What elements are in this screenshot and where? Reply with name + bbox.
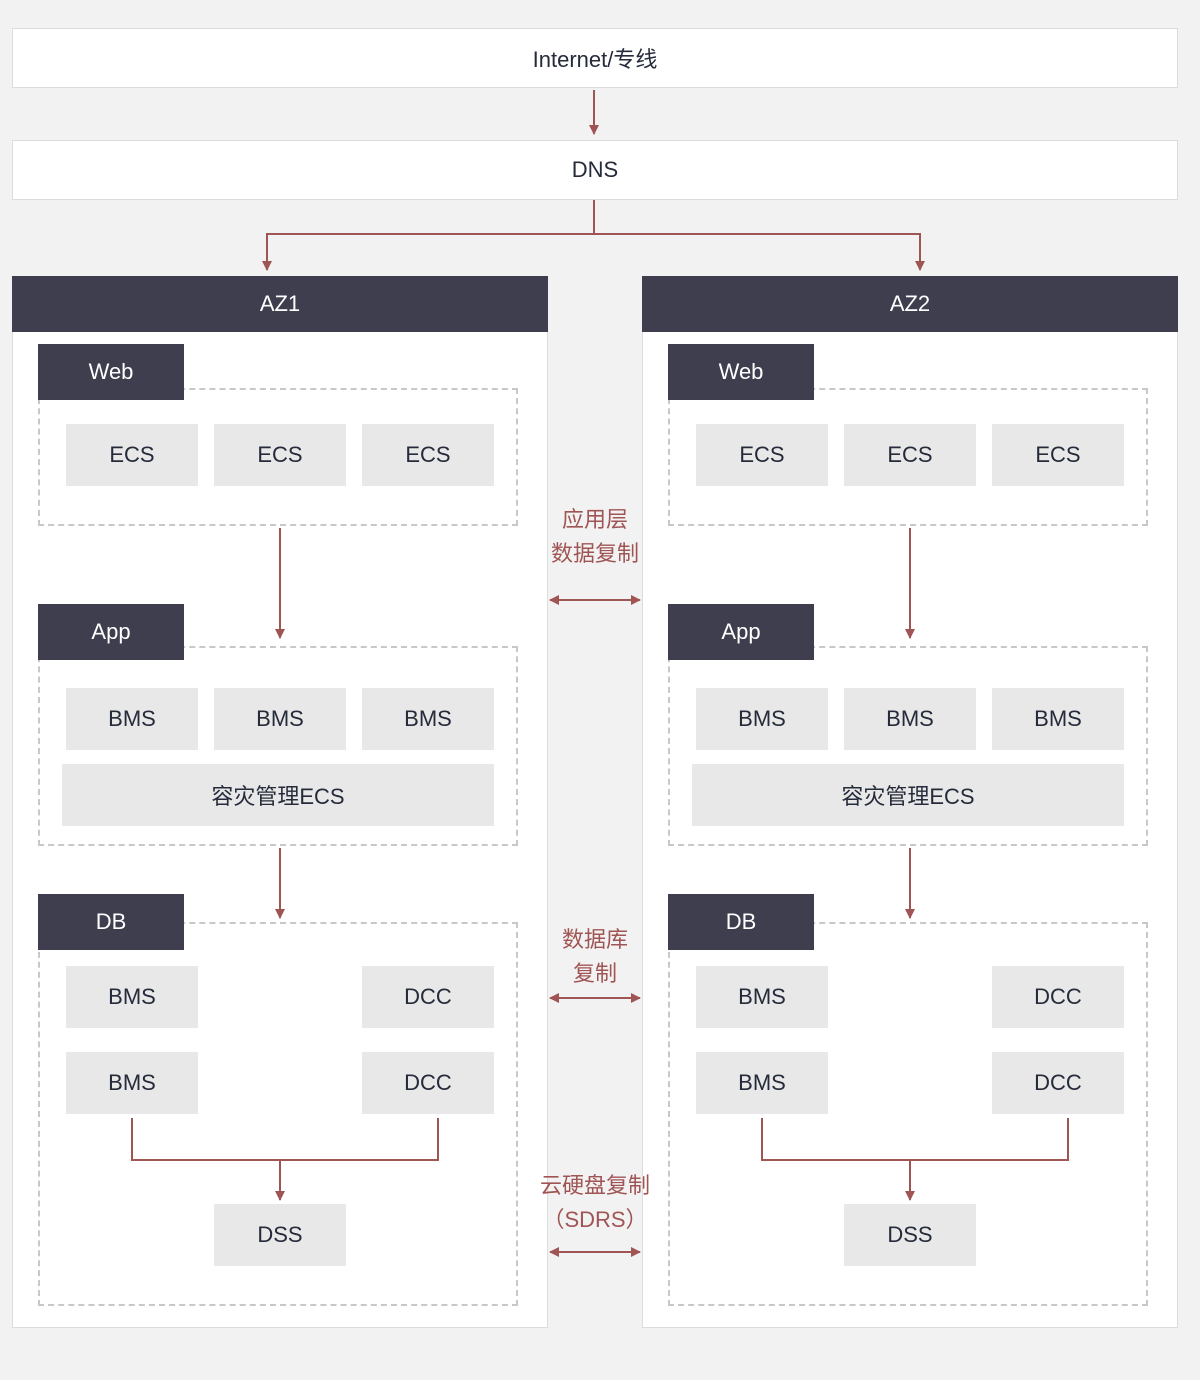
az1-app-tier: [38, 646, 518, 846]
az2-dr-mgmt-node: 容灾管理ECS: [692, 764, 1124, 826]
az2-app-node: BMS: [992, 688, 1124, 750]
dns-label: DNS: [571, 157, 619, 182]
az2-db-label: DB: [725, 909, 757, 934]
az2-dr-mgmt-label: 容灾管理ECS: [841, 784, 975, 809]
app-replication-label: 应用层 数据复制: [520, 503, 670, 571]
az2-db-node-label: BMS: [738, 984, 786, 1009]
az1-app-tab: App: [38, 604, 184, 660]
az1-web-node-label: ECS: [405, 442, 451, 467]
az1-dr-mgmt-label: 容灾管理ECS: [211, 784, 345, 809]
az2-app-tab: App: [668, 604, 814, 660]
az1-web-tab: Web: [38, 344, 184, 400]
az1-db-tier: [38, 922, 518, 1306]
disk-replication-line: 云硬盘复制: [539, 1173, 650, 1198]
az1-web-node: ECS: [66, 424, 198, 486]
db-replication-line: 数据库: [561, 927, 628, 952]
az1-db-node-label: DCC: [404, 1070, 452, 1095]
az2-dss-label: DSS: [887, 1222, 933, 1247]
db-replication-label: 数据库 复制: [520, 923, 670, 991]
az1-db-bms-node: BMS: [66, 1052, 198, 1114]
az1-db-node-label: BMS: [108, 1070, 156, 1095]
az1-db-node-label: BMS: [108, 984, 156, 1009]
az2-web-tab: Web: [668, 344, 814, 400]
az2-web-node-label: ECS: [1035, 442, 1081, 467]
internet-label: Internet/专线: [532, 47, 658, 72]
az2-db-bms-node: BMS: [696, 966, 828, 1028]
az1-app-node: BMS: [362, 688, 494, 750]
az2-web-node: ECS: [992, 424, 1124, 486]
az1-web-node: ECS: [214, 424, 346, 486]
az2-db-node-label: DCC: [1034, 1070, 1082, 1095]
az2-app-node-label: BMS: [1034, 706, 1082, 731]
az1-app-node-label: BMS: [108, 706, 156, 731]
disk-replication-label: 云硬盘复制 （SDRS）: [520, 1169, 670, 1237]
az2-web-node-label: ECS: [739, 442, 785, 467]
az1-app-node: BMS: [214, 688, 346, 750]
az1-app-node-label: BMS: [256, 706, 304, 731]
az2-web-node: ECS: [844, 424, 976, 486]
az1-dss-node: DSS: [214, 1204, 346, 1266]
az1-db-label: DB: [95, 909, 127, 934]
az2-db-dcc-node: DCC: [992, 1052, 1124, 1114]
az1-db-node-label: DCC: [404, 984, 452, 1009]
az1-title: AZ1: [259, 291, 301, 316]
az2-app-label: App: [721, 619, 761, 644]
app-replication-line: 应用层: [561, 507, 628, 532]
az2-web-node: ECS: [696, 424, 828, 486]
az2-web-label: Web: [718, 359, 764, 384]
az1-web-tier: [38, 388, 518, 526]
az2-header: AZ2: [642, 276, 1178, 332]
az2-app-node-label: BMS: [738, 706, 786, 731]
az1-app-label: App: [91, 619, 131, 644]
az1-web-label: Web: [88, 359, 134, 384]
az2-db-bms-node: BMS: [696, 1052, 828, 1114]
az1-db-merge-line: [131, 1118, 439, 1161]
az2-app-node-label: BMS: [886, 706, 934, 731]
az1-dr-mgmt-node: 容灾管理ECS: [62, 764, 494, 826]
az2-db-merge-line: [761, 1118, 1069, 1161]
az1-db-bms-node: BMS: [66, 966, 198, 1028]
az2-db-tab: DB: [668, 894, 814, 950]
az2-db-tier: [668, 922, 1148, 1306]
az1-web-node-label: ECS: [109, 442, 155, 467]
az2-db-node-label: DCC: [1034, 984, 1082, 1009]
dns-box: DNS: [12, 140, 1178, 200]
az1-db-dcc-node: DCC: [362, 966, 494, 1028]
az2-web-tier: [668, 388, 1148, 526]
az1-app-node-label: BMS: [404, 706, 452, 731]
az2-title: AZ2: [889, 291, 931, 316]
az1-web-node-label: ECS: [257, 442, 303, 467]
dns-to-az1-arrow: [262, 233, 594, 271]
az2-app-node: BMS: [696, 688, 828, 750]
az2-dss-node: DSS: [844, 1204, 976, 1266]
app-replication-line: 数据复制: [550, 541, 639, 566]
az1-header: AZ1: [12, 276, 548, 332]
az1-db-dcc-node: DCC: [362, 1052, 494, 1114]
az1-dss-label: DSS: [257, 1222, 303, 1247]
az2-app-tier: [668, 646, 1148, 846]
az1-db-tab: DB: [38, 894, 184, 950]
az2-db-dcc-node: DCC: [992, 966, 1124, 1028]
az2-web-node-label: ECS: [887, 442, 933, 467]
internet-box: Internet/专线: [12, 28, 1178, 88]
dns-to-az2-arrow: [594, 233, 925, 271]
az1-web-node: ECS: [362, 424, 494, 486]
db-replication-line: 复制: [572, 961, 617, 986]
az1-app-node: BMS: [66, 688, 198, 750]
disk-replication-line: （SDRS）: [542, 1207, 648, 1232]
az2-db-node-label: BMS: [738, 1070, 786, 1095]
az2-app-node: BMS: [844, 688, 976, 750]
